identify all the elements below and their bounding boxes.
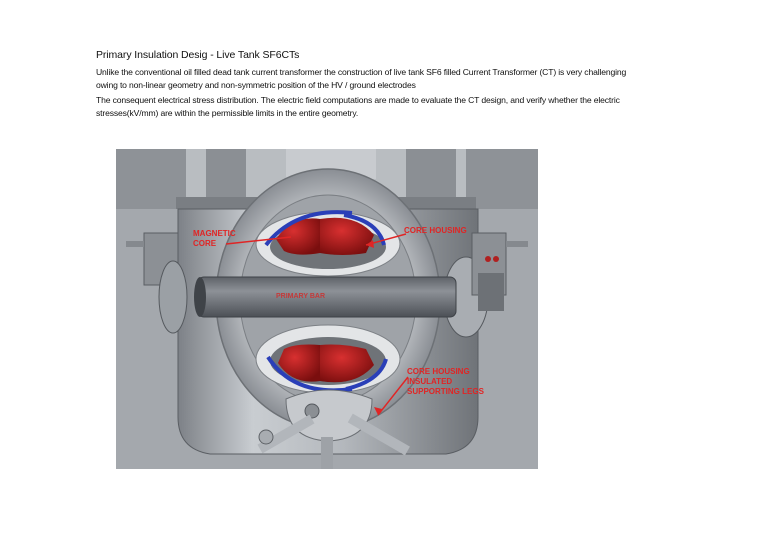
intro-paragraph: Unlike the conventional oil filled dead …: [96, 66, 656, 92]
slide-title: Primary Insulation Desig - Live Tank SF6…: [96, 49, 300, 61]
core-housing-label: CORE HOUSING: [404, 226, 467, 236]
ct-cutaway-illustration: [116, 149, 538, 469]
core-housing-text: CORE HOUSING: [404, 226, 467, 235]
ct-cutaway-figure: [116, 149, 538, 469]
core-leader-line: [225, 236, 292, 245]
supporting-legs-label: CORE HOUSING INSULATED SUPPORTING LEGS: [407, 367, 497, 397]
magnetic-core-text: MAGNETIC CORE: [193, 229, 236, 248]
primary-bar-text: PRIMARY BAR: [276, 293, 326, 300]
supporting-legs-text: CORE HOUSING INSULATED SUPPORTING LEGS: [407, 367, 484, 396]
stress-paragraph: The consequent electrical stress distrib…: [96, 94, 656, 120]
primary-bar-label: PRIMARY BAR: [276, 292, 325, 302]
stress-text: The consequent electrical stress distrib…: [96, 95, 620, 118]
legs-leader-line: [377, 376, 409, 416]
intro-text: Unlike the conventional oil filled dead …: [96, 67, 627, 90]
magnetic-core-label: MAGNETIC CORE: [193, 229, 253, 249]
